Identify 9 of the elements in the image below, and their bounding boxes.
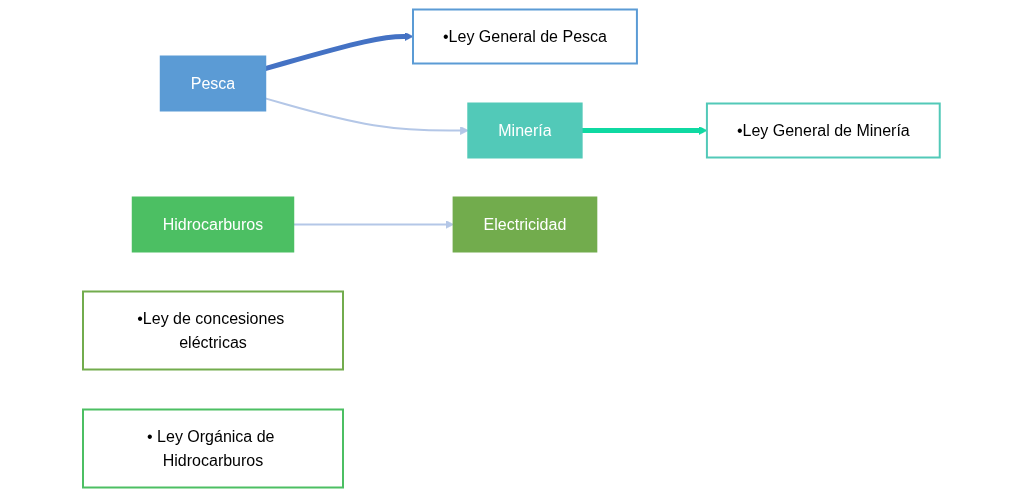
node-box: • Ley Orgánica de Hidrocarburos bbox=[82, 408, 345, 489]
arrow bbox=[581, 126, 708, 135]
node-box: •Ley General de Minería bbox=[706, 102, 941, 159]
node-box: •Ley de concesiones eléctricas bbox=[82, 290, 345, 371]
node-box: Electricidad bbox=[452, 196, 598, 253]
node-box: Minería bbox=[467, 102, 583, 159]
node-box: •Ley General de Pesca bbox=[412, 8, 639, 65]
node-box: Hidrocarburos bbox=[131, 196, 295, 253]
node-box: Pesca bbox=[159, 55, 267, 112]
